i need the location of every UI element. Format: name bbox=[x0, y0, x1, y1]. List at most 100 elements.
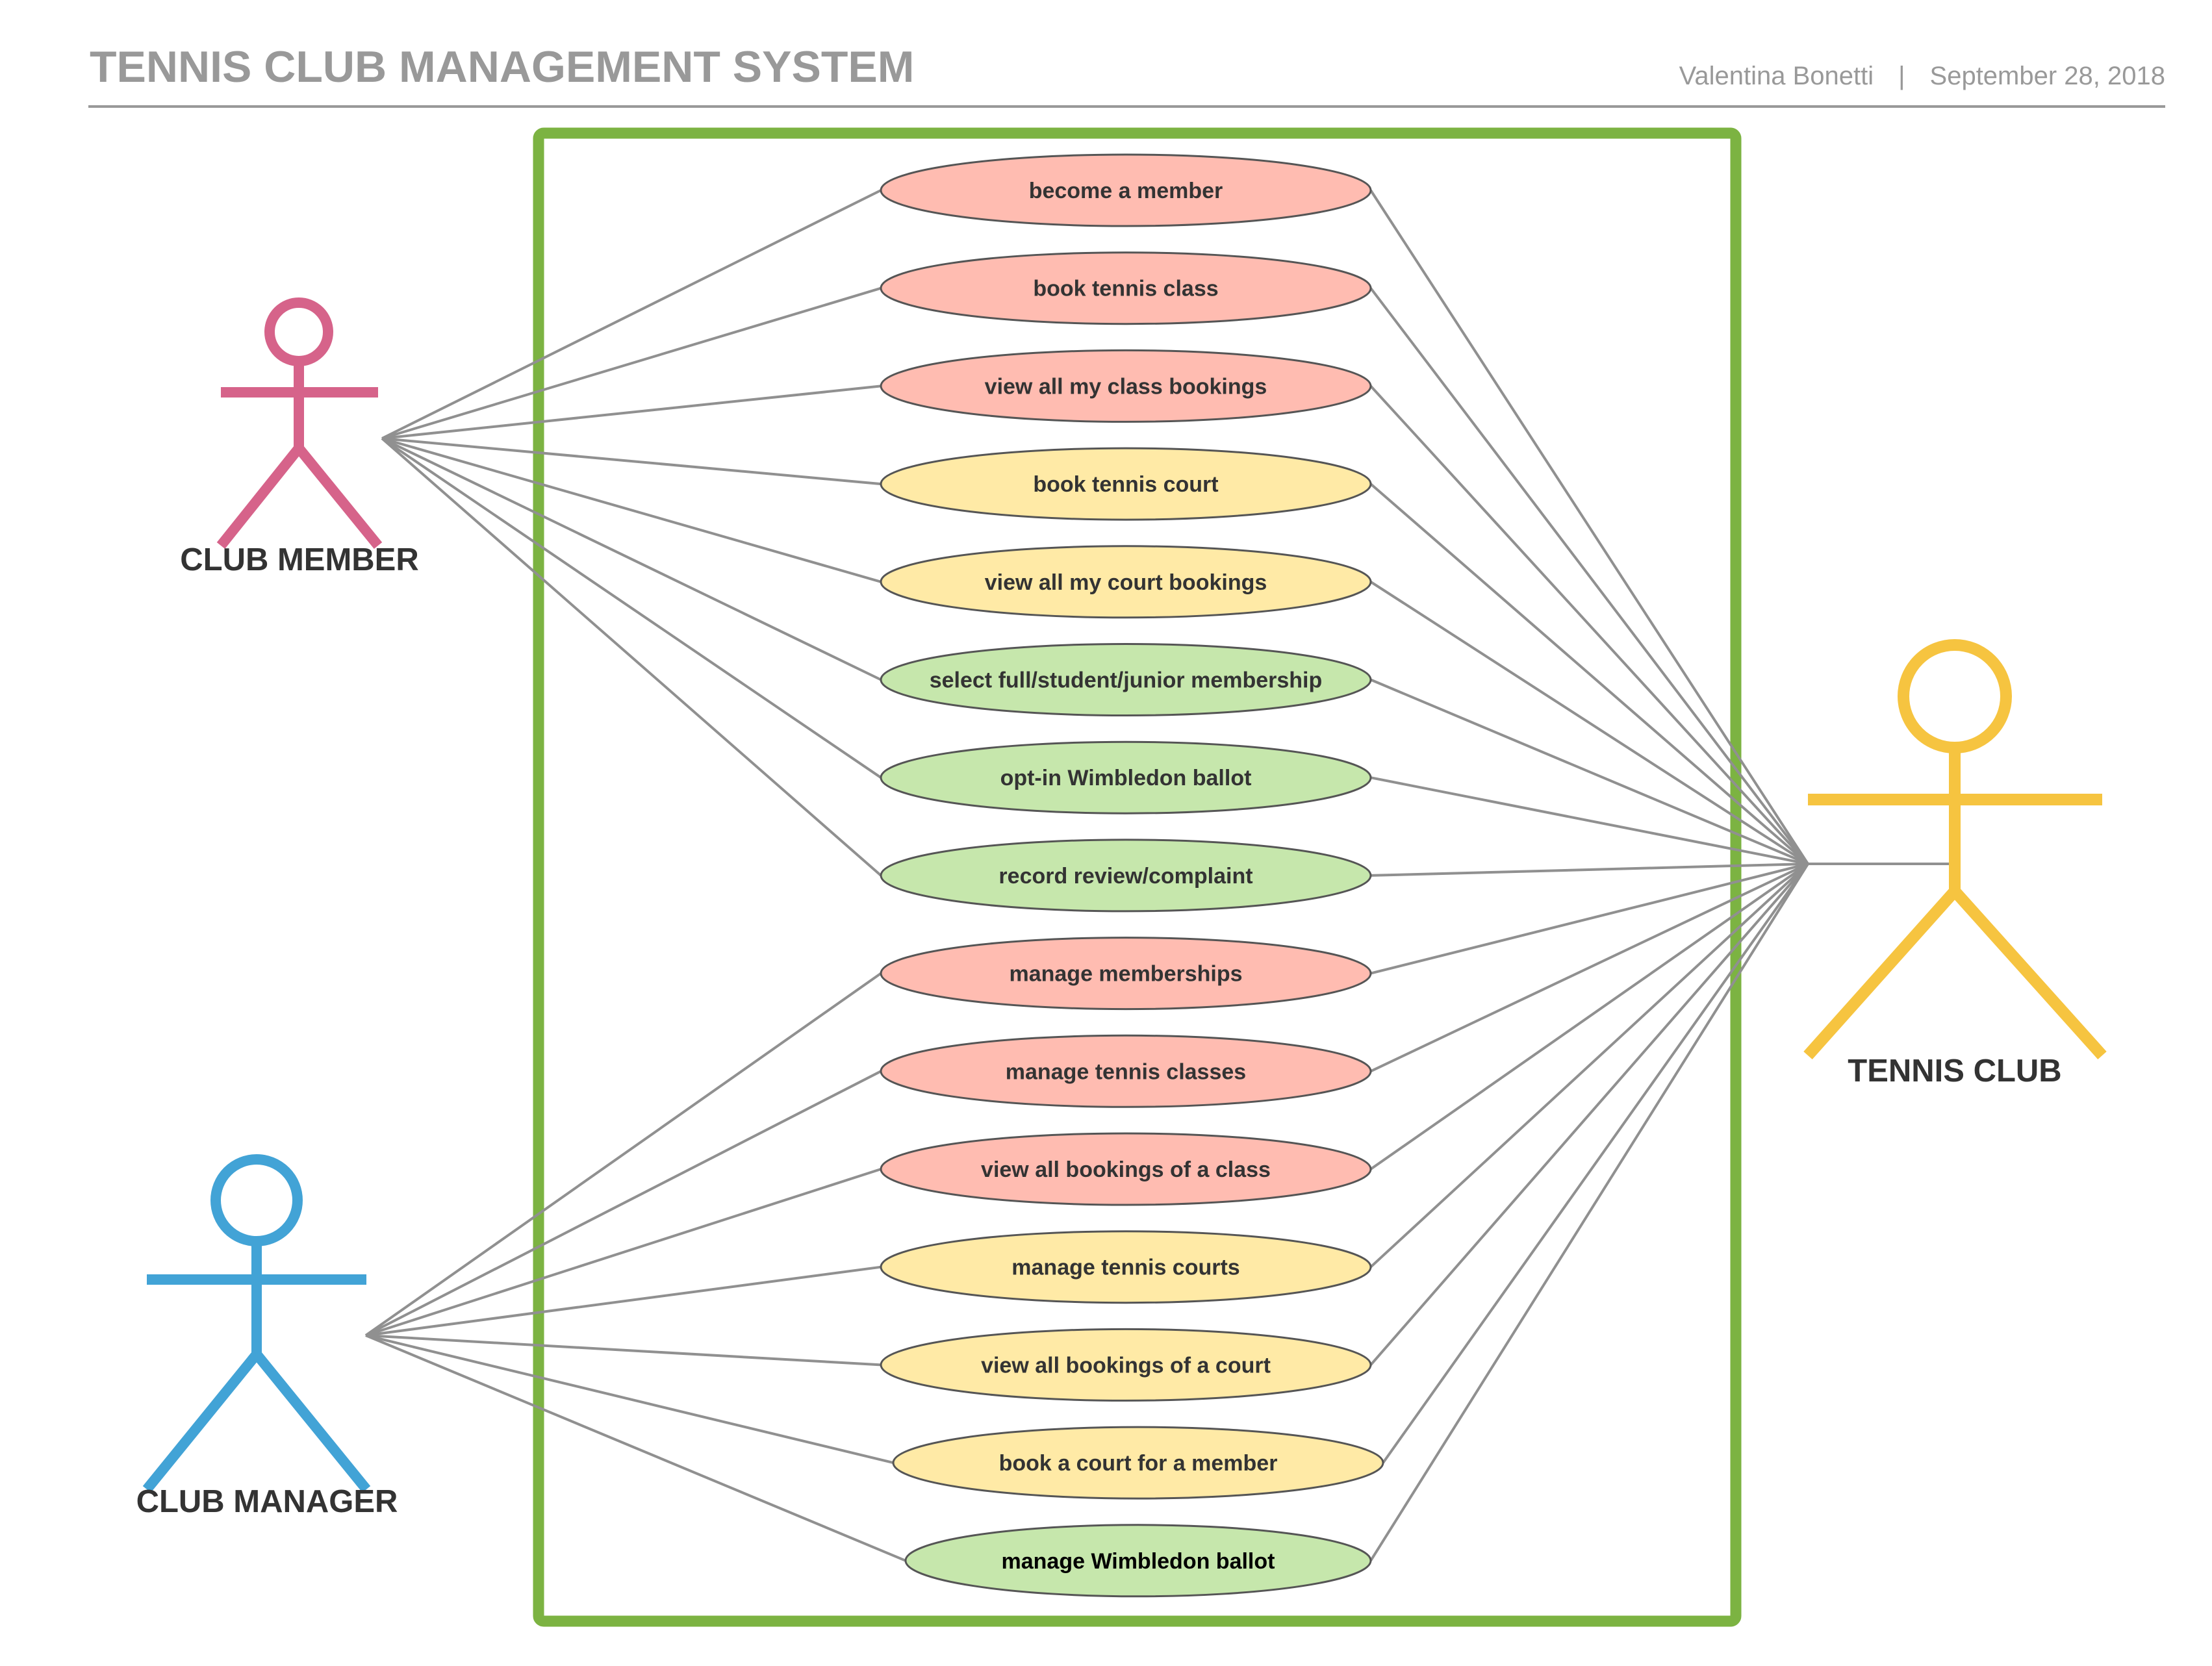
actor-tennis-club-head bbox=[1898, 639, 2012, 753]
connector-club-view-all-my-court-bookings bbox=[1369, 581, 1809, 865]
use-case-label: become a member bbox=[1029, 179, 1223, 203]
system-boundary bbox=[533, 127, 1742, 1627]
use-case-record-review-complaint[interactable]: record review/complaint bbox=[880, 839, 1372, 913]
use-case-label: view all my court bookings bbox=[985, 570, 1267, 595]
use-case-label: opt-in Wimbledon ballot bbox=[1000, 766, 1252, 790]
use-case-view-all-bookings-of-a-class[interactable]: view all bookings of a class bbox=[880, 1132, 1372, 1206]
connector-manager-manage-memberships bbox=[364, 972, 882, 1337]
connector-manager-view-all-bookings-of-a-class bbox=[365, 1168, 882, 1337]
use-case-ellipse bbox=[880, 839, 1372, 913]
use-case-book-tennis-court[interactable]: book tennis court bbox=[880, 447, 1372, 521]
use-case-manage-wimbledon-ballot[interactable]: manage Wimbledon ballot bbox=[904, 1524, 1372, 1598]
connector-club-view-all-my-class-bookings bbox=[1369, 385, 1809, 865]
actor-tennis-club-label: TENNIS CLUB bbox=[1848, 1054, 2061, 1089]
use-case-view-all-bookings-of-a-court[interactable]: view all bookings of a court bbox=[880, 1328, 1372, 1402]
connector-member-select-full-student-junior-membership bbox=[381, 437, 882, 681]
connector-club-manage-tennis-classes bbox=[1370, 863, 1809, 1073]
use-case-book-tennis-class[interactable]: book tennis class bbox=[880, 251, 1372, 325]
connector-club-opt-in-wimbledon-ballot bbox=[1370, 776, 1809, 865]
connector-member-view-all-my-court-bookings bbox=[381, 437, 882, 583]
use-case-label: book a court for a member bbox=[999, 1451, 1278, 1476]
use-case-label: manage tennis classes bbox=[1006, 1059, 1246, 1084]
actor-club-manager[interactable] bbox=[142, 1154, 371, 1493]
connector-manager-view-all-bookings-of-a-court bbox=[365, 1334, 882, 1367]
actor-club-manager-left-leg bbox=[142, 1350, 261, 1493]
use-case-label: select full/student/junior membership bbox=[930, 668, 1323, 693]
actor-club-member[interactable] bbox=[216, 297, 383, 549]
use-case-label: manage memberships bbox=[1009, 962, 1242, 987]
connector-manager-manage-tennis-classes bbox=[365, 1070, 882, 1337]
connector-club-book-a-court-for-a-member bbox=[1382, 863, 1809, 1464]
connector-manager-manage-wimbledon-ballot bbox=[365, 1334, 906, 1562]
use-case-opt-in-wimbledon-ballot[interactable]: opt-in Wimbledon ballot bbox=[880, 740, 1372, 814]
connector-club-view-all-bookings-of-a-class bbox=[1369, 863, 1809, 1170]
use-case-ellipse bbox=[880, 1132, 1372, 1206]
use-case-label: book tennis class bbox=[1033, 277, 1218, 301]
connector-member-book-tennis-class bbox=[381, 286, 882, 440]
connector-club-view-all-bookings-of-a-court bbox=[1369, 863, 1809, 1366]
connector-club-select-full-student-junior-membership bbox=[1370, 678, 1809, 865]
actor-club-manager-right-leg bbox=[252, 1350, 371, 1493]
connector-manager-manage-tennis-courts bbox=[365, 1265, 882, 1337]
actor-tennis-club-left-leg bbox=[1803, 887, 1959, 1059]
header-separator: | bbox=[1898, 62, 1905, 90]
actor-tennis-club-right-leg bbox=[1950, 887, 2107, 1060]
use-case-label: manage Wimbledon ballot bbox=[1002, 1549, 1275, 1574]
use-case-ellipse bbox=[880, 937, 1372, 1011]
use-case-view-all-my-class-bookings[interactable]: view all my class bookings bbox=[880, 349, 1372, 423]
connectors bbox=[364, 189, 1955, 1562]
use-case-manage-tennis-classes[interactable]: manage tennis classes bbox=[880, 1034, 1372, 1108]
connector-club-manage-wimbledon-ballot bbox=[1369, 863, 1809, 1561]
use-case-ellipse bbox=[880, 1230, 1372, 1304]
use-case-ellipse bbox=[904, 1524, 1372, 1598]
use-case-view-all-my-court-bookings[interactable]: view all my court bookings bbox=[880, 545, 1372, 619]
actor-club-manager-label: CLUB MANAGER bbox=[136, 1484, 398, 1519]
use-case-ellipse bbox=[880, 251, 1372, 325]
use-case-ellipse bbox=[880, 153, 1372, 227]
connector-manager-book-a-court-for-a-member bbox=[365, 1334, 894, 1465]
connector-member-view-all-my-class-bookings bbox=[381, 385, 882, 440]
connector-club-manage-tennis-courts bbox=[1369, 863, 1809, 1268]
use-case-manage-tennis-courts[interactable]: manage tennis courts bbox=[880, 1230, 1372, 1304]
use-cases: become a member book tennis class view all… bbox=[880, 153, 1384, 1598]
use-case-label: record review/complaint bbox=[998, 864, 1252, 889]
use-case-label: manage tennis courts bbox=[1011, 1256, 1239, 1280]
use-case-label: book tennis court bbox=[1033, 472, 1218, 497]
connector-club-become-a-member bbox=[1369, 189, 1809, 865]
date: September 28, 2018 bbox=[1930, 62, 2165, 90]
use-case-ellipse bbox=[880, 1034, 1372, 1108]
actor-club-member-label: CLUB MEMBER bbox=[180, 542, 418, 577]
use-case-ellipse bbox=[880, 349, 1372, 423]
use-case-select-full-student-junior-membership[interactable]: select full/student/junior membership bbox=[880, 643, 1372, 716]
actor-tennis-club[interactable] bbox=[1803, 639, 2107, 1060]
actor-club-manager-head bbox=[210, 1154, 303, 1246]
actor-club-member-head bbox=[264, 297, 333, 366]
use-case-ellipse bbox=[880, 545, 1372, 619]
actor-club-member-left-leg bbox=[216, 445, 303, 549]
use-case-ellipse bbox=[880, 740, 1372, 814]
connector-member-record-review-complaint bbox=[381, 437, 882, 877]
use-case-manage-memberships[interactable]: manage memberships bbox=[880, 937, 1372, 1011]
use-case-become-a-member[interactable]: become a member bbox=[880, 153, 1372, 227]
use-case-label: view all bookings of a class bbox=[981, 1157, 1271, 1182]
connector-club-record-review-complaint bbox=[1370, 863, 1809, 877]
header: TENNIS CLUB MANAGEMENT SYSTEM Valentina … bbox=[88, 42, 2165, 108]
connector-member-book-tennis-court bbox=[381, 437, 882, 486]
author: Valentina Bonetti bbox=[1679, 62, 1874, 90]
connector-member-become-a-member bbox=[381, 189, 882, 440]
connector-club-book-tennis-court bbox=[1369, 483, 1809, 865]
use-case-ellipse bbox=[880, 447, 1372, 521]
use-case-label: view all bookings of a court bbox=[981, 1353, 1271, 1378]
connector-club-manage-memberships bbox=[1370, 863, 1809, 975]
use-case-ellipse bbox=[892, 1426, 1384, 1500]
use-case-label: view all my class bookings bbox=[985, 374, 1267, 399]
author-date: Valentina Bonetti | September 28, 2018 bbox=[1679, 62, 2165, 90]
connector-member-opt-in-wimbledon-ballot bbox=[381, 437, 882, 779]
page-title: TENNIS CLUB MANAGEMENT SYSTEM bbox=[90, 42, 914, 92]
actor-club-member-right-leg bbox=[294, 444, 383, 549]
use-case-ellipse bbox=[880, 643, 1372, 716]
use-case-book-a-court-for-a-member[interactable]: book a court for a member bbox=[892, 1426, 1384, 1500]
use-case-ellipse bbox=[880, 1328, 1372, 1402]
connector-club-book-tennis-class bbox=[1369, 287, 1809, 865]
